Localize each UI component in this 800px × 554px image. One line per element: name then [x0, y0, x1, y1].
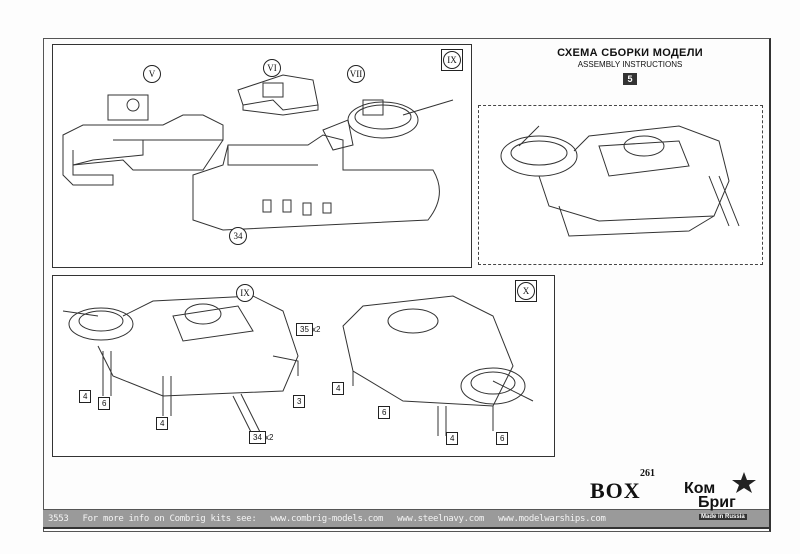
- box-label: BOX: [590, 478, 641, 503]
- part-34-label: 34: [229, 227, 247, 245]
- logo-line2: Бриг: [698, 494, 736, 511]
- part-34-hull-drawing: [192, 134, 440, 231]
- catalog-code: 3553: [48, 513, 69, 524]
- part-3-tag: 3: [293, 395, 306, 408]
- part-35-tag: 35: [296, 323, 313, 336]
- part-4-tag: 4: [332, 382, 345, 395]
- logo-tagline: Made in Russia: [699, 514, 747, 520]
- part-35-qty: x2: [312, 325, 321, 334]
- assembly-ix-label: IX: [236, 284, 254, 302]
- part-6-tag: 6: [378, 406, 391, 419]
- link-modelwarships[interactable]: www.modelwarships.com: [498, 513, 606, 524]
- part-vii-drawing: [322, 99, 454, 151]
- subassembly-drawings: [62, 74, 454, 231]
- part-34-tag: 34: [249, 431, 266, 444]
- star-icon: [732, 472, 756, 493]
- link-combrig[interactable]: www.combrig-models.com: [270, 513, 384, 524]
- assembly-x-label: X: [515, 280, 537, 302]
- title-russian: СХЕМА СБОРКИ МОДЕЛИ: [557, 47, 703, 59]
- part-4-tag: 4: [156, 417, 169, 430]
- footer-bar: 3553 For more info on Combrig kits see: …: [43, 509, 769, 529]
- result-ix-label: IX: [441, 49, 463, 71]
- subassembly-vii-label: VII: [347, 65, 365, 83]
- subassembly-vi-label: VI: [263, 59, 281, 77]
- footer-text: For more info on Combrig kits see:: [82, 513, 257, 524]
- part-34-qty: x2: [265, 433, 274, 442]
- link-steelnavy[interactable]: www.steelnavy.com: [397, 513, 485, 524]
- assembled-preview-panel: [478, 105, 763, 265]
- part-vi-drawing: [237, 74, 319, 116]
- combrig-logo: Ком Бриг Made in Russia: [682, 470, 766, 528]
- step-number: 5: [623, 73, 637, 85]
- subassembly-v-label: V: [143, 65, 161, 83]
- box-number: 261: [640, 468, 655, 479]
- result-ix-text: IX: [443, 51, 461, 69]
- part-6-tag: 6: [496, 432, 509, 445]
- final-assembly-panel: IX X 35 x2 4 6 4 3 34 x2 4 6 4 6: [52, 275, 555, 457]
- logo-line1: Ком: [684, 480, 716, 497]
- part-4-tag: 4: [446, 432, 459, 445]
- title-english: ASSEMBLY INSTRUCTIONS: [577, 60, 683, 69]
- subassembly-panel: V VI VII IX 34: [52, 44, 472, 268]
- assembly-x-drawing: [342, 295, 534, 436]
- part-4-tag: 4: [79, 390, 92, 403]
- assembled-preview-drawing: [500, 125, 740, 237]
- assembly-ix-drawing: [62, 295, 299, 437]
- part-6-tag: 6: [98, 397, 111, 410]
- part-v-drawing: [62, 94, 224, 186]
- final-assembly-drawings: [62, 295, 534, 437]
- page-frame: [43, 38, 771, 532]
- assembly-x-text: X: [517, 282, 535, 300]
- page-title: СХЕМА СБОРКИ МОДЕЛИ ASSEMBLY INSTRUCTION…: [540, 47, 720, 87]
